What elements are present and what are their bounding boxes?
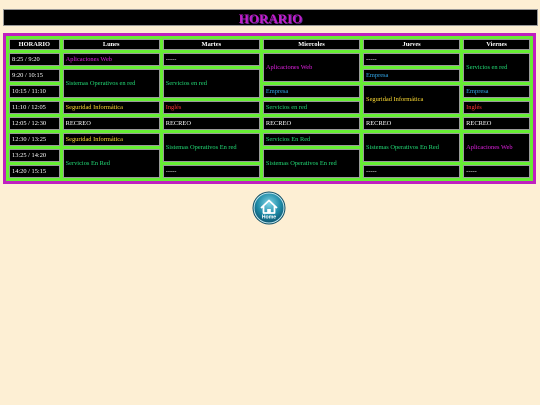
class-cell: -----: [363, 53, 461, 66]
time-cell: 8:25 / 9:20: [9, 53, 60, 66]
home-button[interactable]: Home: [252, 191, 286, 225]
time-cell: 14:20 / 15:15: [9, 165, 60, 178]
class-cell: Empresa: [262, 85, 361, 98]
class-cell: -----: [463, 165, 530, 178]
class-cell: Empresa: [363, 69, 461, 82]
home-icon: Home: [252, 191, 286, 225]
break-cell: RECREO: [262, 117, 361, 130]
header-lunes: Lunes: [62, 39, 160, 50]
time-cell: 12:05 / 12:30: [9, 117, 60, 130]
time-cell: 11:10 / 12:05: [9, 101, 60, 114]
class-cell: Aplicaciones Web: [262, 53, 361, 82]
time-cell: 12:30 / 13:25: [9, 133, 60, 146]
class-cell: Servicios en red: [463, 53, 530, 82]
header-viernes: Viernes: [463, 39, 530, 50]
header-jueves: Jueves: [363, 39, 461, 50]
class-cell: Empresa: [463, 85, 530, 98]
class-cell: Seguridad Informática: [62, 101, 160, 114]
home-label: Home: [262, 215, 277, 221]
class-cell: Inglés: [463, 101, 530, 114]
page-title: HORARIO: [238, 11, 303, 26]
class-cell: Seguridad Informática: [62, 133, 160, 146]
class-cell: -----: [162, 165, 260, 178]
class-cell: Sistemas Operativos En Red: [363, 133, 461, 162]
time-cell: 10:15 / 11:10: [9, 85, 60, 98]
class-cell: Sistemas Operativos En red: [262, 149, 361, 178]
class-cell: Servicios en red: [262, 101, 361, 114]
break-cell: RECREO: [62, 117, 160, 130]
header-horario: HORARIO: [9, 39, 60, 50]
break-cell: RECREO: [363, 117, 461, 130]
class-cell: Servicios en red: [162, 69, 260, 98]
class-cell: -----: [363, 165, 461, 178]
header-miercoles: Miercoles: [262, 39, 361, 50]
class-cell: Aplicaciones Web: [463, 133, 530, 162]
class-cell: Inglés: [162, 101, 260, 114]
break-cell: RECREO: [162, 117, 260, 130]
time-cell: 13:25 / 14:20: [9, 149, 60, 162]
break-cell: RECREO: [463, 117, 530, 130]
class-cell: -----: [162, 53, 260, 66]
class-cell: Sistemas Operativos En red: [162, 133, 260, 162]
schedule-table: HORARIO Lunes Martes Miercoles Jueves Vi…: [3, 33, 536, 184]
class-cell: Seguridad Informática: [363, 85, 461, 114]
class-cell: Servicios En Red: [262, 133, 361, 146]
class-cell: Servicios En Red: [62, 149, 160, 178]
page-title-bar: HORARIO: [3, 9, 538, 26]
time-cell: 9:20 / 10:15: [9, 69, 60, 82]
header-martes: Martes: [162, 39, 260, 50]
class-cell: Aplicaciones Web: [62, 53, 160, 66]
class-cell: Sistemas Operativos en red: [62, 69, 160, 98]
